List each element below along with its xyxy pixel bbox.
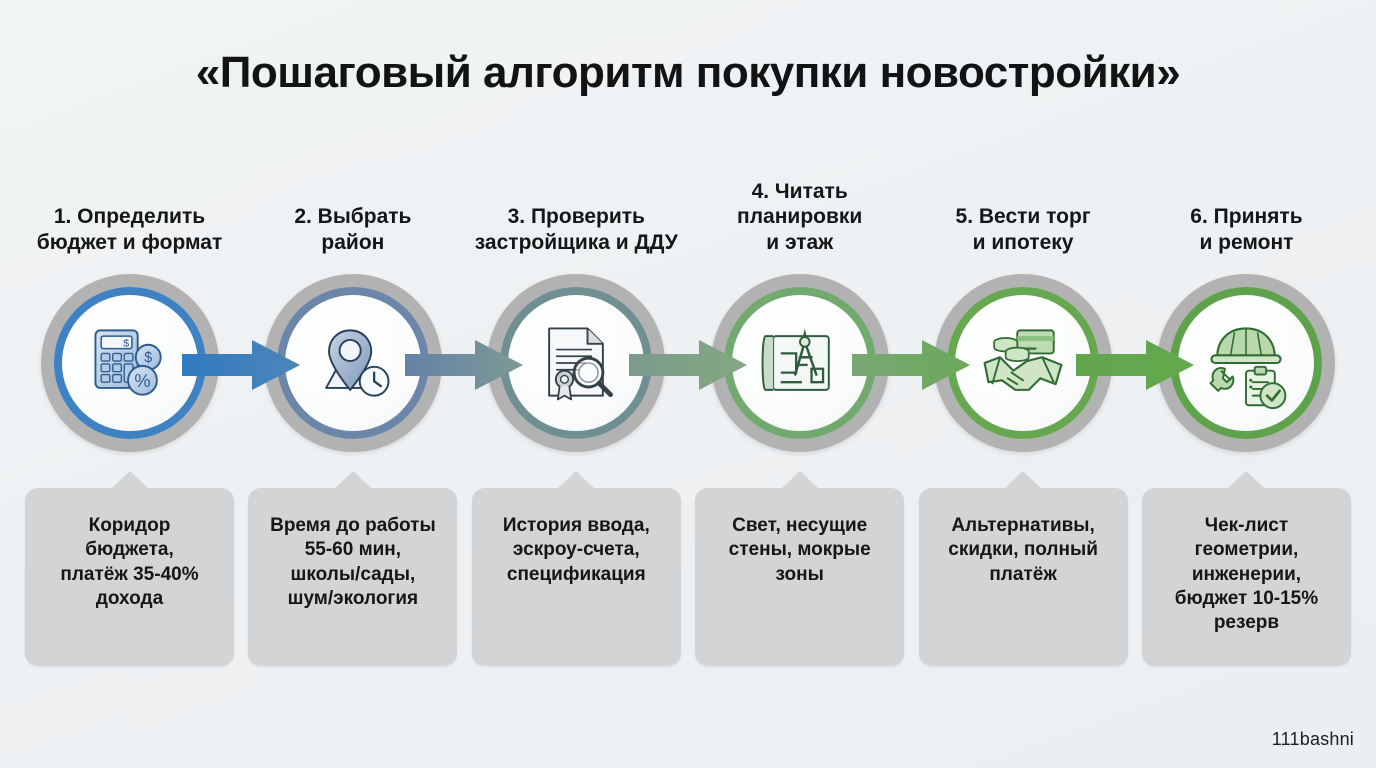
step-1: 1. Определить бюджет и формат $ (18, 165, 300, 666)
helmet-wrench-checklist-icon (1209, 327, 1287, 410)
step-6-caption: Чек-лист геометрии, инженерии, бюджет 10… (1141, 471, 1351, 666)
step-2-heading: 2. Выбрать район (294, 205, 412, 255)
step-3-circle (487, 274, 666, 452)
step-5: 5. Вести торг и ипотеку (912, 165, 1194, 666)
step-2: 2. Выбрать район (241, 165, 524, 666)
step-4-circle (710, 274, 889, 452)
watermark: 111bashni (1271, 729, 1354, 749)
svg-text:$: $ (144, 350, 152, 366)
step-1-caption: Коридор бюджета, платёж 35-40% дохода (25, 471, 234, 666)
step-1-inner-ring: $ $ % (53, 287, 206, 439)
step-2-caption: Время до работы 55-60 мин, школы/сады, ш… (248, 471, 458, 666)
step-1-circle: $ $ % (40, 274, 219, 452)
svg-text:$: $ (123, 338, 129, 350)
step-3-heading: 3. Проверить застройщика и ДДУ (474, 205, 678, 255)
step-5-heading: 5. Вести торг и ипотеку (955, 205, 1091, 255)
floorplan-compass-icon (761, 328, 830, 391)
step-6-circle (1157, 274, 1336, 452)
calculator-percent-icon: $ $ % (93, 329, 162, 396)
page-title: «Пошаговый алгоритм покупки новостройки» (195, 48, 1181, 97)
step-6-inner-ring (1170, 287, 1323, 439)
step-2-circle (263, 274, 442, 452)
step-5-inner-ring (947, 287, 1100, 439)
step-3-caption: История ввода, эскроу-счета, спецификаци… (471, 471, 681, 666)
step-5-circle (934, 274, 1113, 452)
step-4-inner-ring (723, 287, 876, 439)
handshake-money-icon (983, 329, 1063, 391)
step-5-caption: Альтернативы, скидки, полный платёж (918, 471, 1128, 666)
step-4-caption: Свет, несущие стены, мокрые зоны (695, 471, 905, 666)
document-seal-magnifier-icon (548, 327, 614, 401)
svg-text:%: % (134, 370, 150, 391)
step-6-heading: 6. Принять и ремонт (1190, 205, 1303, 255)
map-pin-clock-icon (325, 329, 390, 397)
step-6: 6. Принять и ремонт (1135, 165, 1358, 666)
step-1-heading: 1. Определить бюджет и формат (36, 205, 223, 255)
step-2-inner-ring (276, 287, 429, 439)
step-4-heading: 4. Читать планировки и этаж (737, 179, 863, 255)
step-3: 3. Проверить застройщика и ДДУ (465, 165, 747, 666)
steps-row: 1. Определить бюджет и формат $ (18, 165, 1358, 666)
step-3-inner-ring (500, 287, 653, 439)
step-4: 4. Читать планировки и этаж (688, 165, 971, 666)
